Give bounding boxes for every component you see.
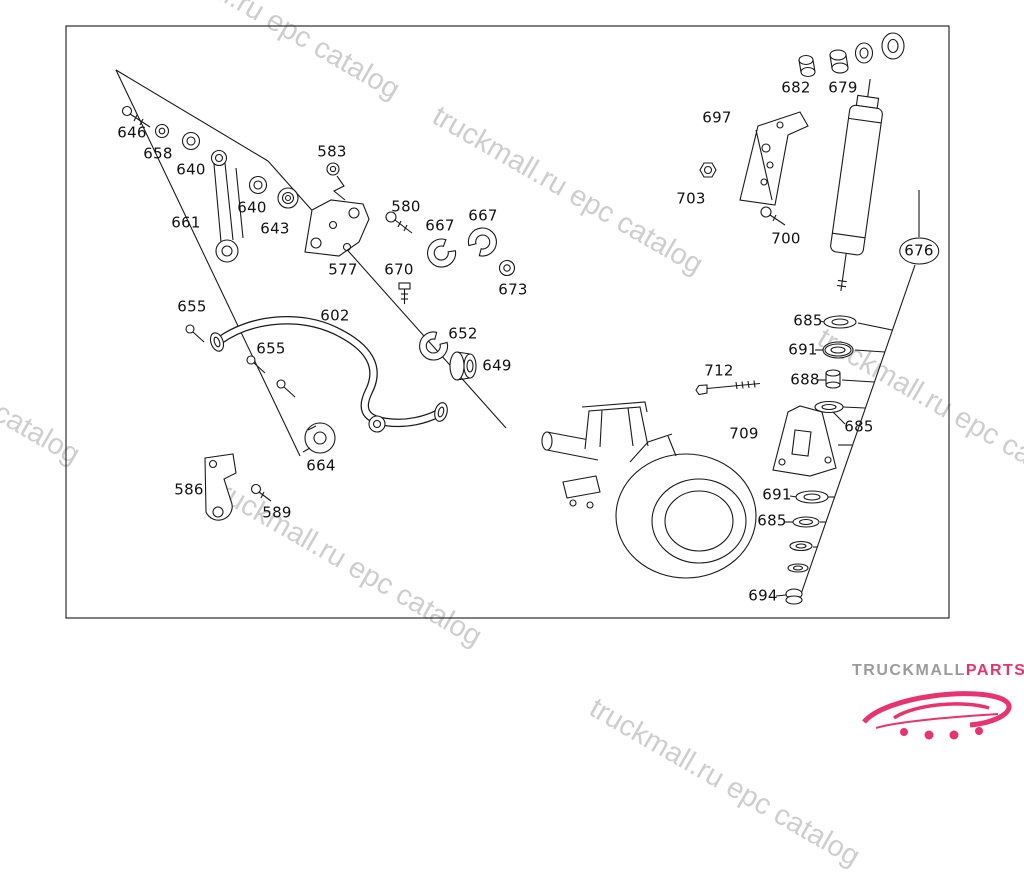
part-label-703: 703 xyxy=(676,192,706,207)
part-label-602: 602 xyxy=(320,309,350,324)
part-label-682: 682 xyxy=(781,81,811,96)
part-label-658: 658 xyxy=(143,147,173,162)
part-label-circled-676: 676 xyxy=(899,238,939,265)
part-label-583: 583 xyxy=(317,145,347,160)
part-label-643: 643 xyxy=(260,222,290,237)
part-label-667: 667 xyxy=(425,219,455,234)
part-label-589: 589 xyxy=(262,506,292,521)
part-label-577: 577 xyxy=(328,263,358,278)
part-label-673: 673 xyxy=(498,283,528,298)
part-label-700: 700 xyxy=(771,232,801,247)
part-label-688: 688 xyxy=(790,373,820,388)
brand-logo-text: TRUCKMALLPARTS xyxy=(852,662,1020,680)
part-label-661: 661 xyxy=(171,216,201,231)
part-label-652: 652 xyxy=(448,327,478,342)
part-label-685: 685 xyxy=(793,314,823,329)
part-label-694: 694 xyxy=(748,589,778,604)
part-label-685: 685 xyxy=(844,420,874,435)
part-label-712: 712 xyxy=(704,364,734,379)
brand-name: TRUCKMALL xyxy=(852,662,966,679)
part-label-667: 667 xyxy=(468,209,498,224)
part-label-649: 649 xyxy=(482,359,512,374)
part-label-685: 685 xyxy=(757,514,787,529)
brand-name-accent: PARTS xyxy=(966,662,1024,679)
part-label-670: 670 xyxy=(384,263,414,278)
part-label-586: 586 xyxy=(174,483,204,498)
part-label-679: 679 xyxy=(828,81,858,96)
part-label-664: 664 xyxy=(306,459,336,474)
part-label-697: 697 xyxy=(702,111,732,126)
part-label-655: 655 xyxy=(177,300,207,315)
part-label-655: 655 xyxy=(256,342,286,357)
part-label-640: 640 xyxy=(176,163,206,178)
part-label-709: 709 xyxy=(729,427,759,442)
brand-logo: TRUCKMALLPARTS xyxy=(852,662,1020,748)
part-label-640: 640 xyxy=(237,201,267,216)
part-label-691: 691 xyxy=(788,343,818,358)
part-label-691: 691 xyxy=(762,488,792,503)
part-label-580: 580 xyxy=(391,200,421,215)
part-label-646: 646 xyxy=(117,126,147,141)
brand-swoosh-icon xyxy=(852,680,1020,744)
